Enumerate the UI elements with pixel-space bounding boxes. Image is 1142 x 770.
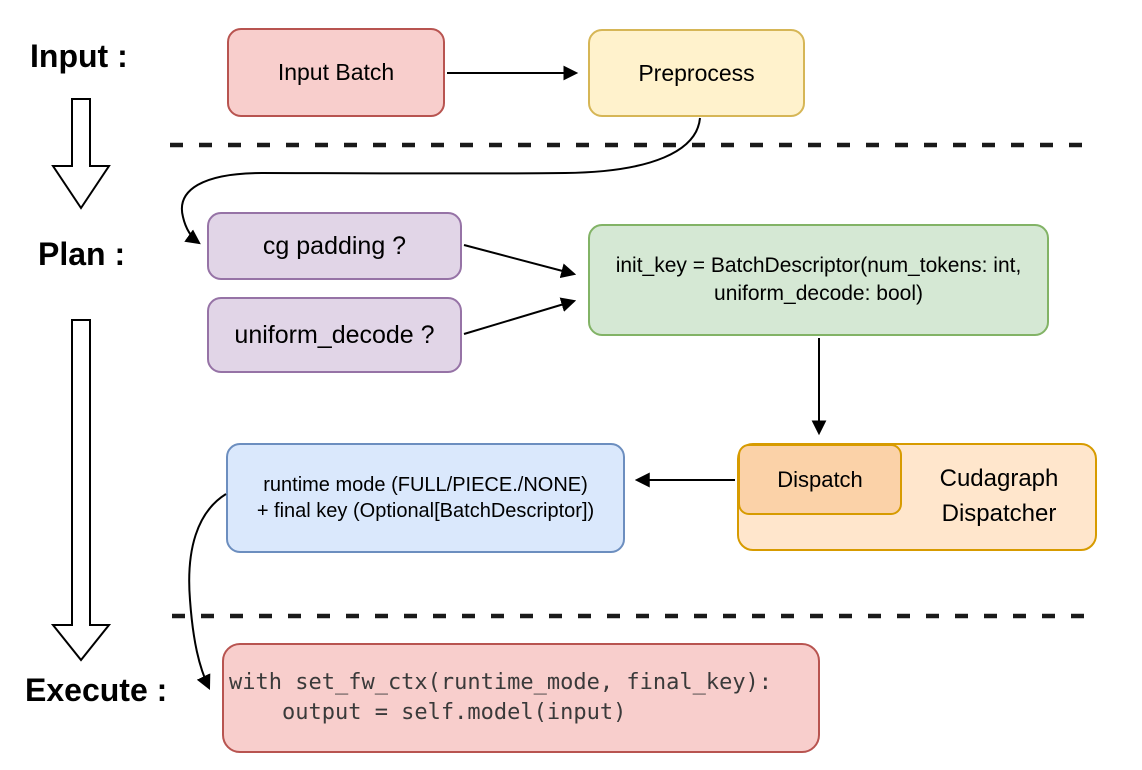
dispatch-label: Dispatch	[777, 466, 863, 492]
plan-stage-label: Plan :	[38, 236, 126, 272]
cg-padding-label: cg padding ?	[262, 231, 407, 260]
input-batch-label: Input Batch	[277, 59, 395, 86]
init-key-line2: uniform_decode: bool)	[714, 282, 923, 305]
plan-down-arrow-icon	[50, 319, 112, 662]
input-down-arrow-icon	[51, 98, 111, 210]
input-stage-label: Input :	[30, 38, 128, 74]
arrow-uniformdecode-to-initkey	[463, 297, 577, 335]
runtime-mode-node: runtime mode (FULL/PIECE./NONE) + final …	[226, 443, 625, 553]
arrow-runtimemode-to-execute	[188, 493, 227, 691]
preprocess-node: Preprocess	[588, 29, 805, 117]
uniform-decode-label: uniform_decode ?	[234, 320, 435, 349]
init-key-line1: init_key = BatchDescriptor(num_tokens: i…	[615, 254, 1022, 278]
code-line1: with set_fw_ctx(runtime_mode, final_key)…	[229, 670, 773, 695]
code-line2: output = self.model(input)	[229, 700, 627, 725]
runtime-mode-line2: + final key (Optional[BatchDescriptor])	[256, 500, 595, 522]
execute-stage-label: Execute :	[25, 672, 168, 708]
uniform-decode-node: uniform_decode ?	[207, 297, 462, 373]
cg-padding-node: cg padding ?	[207, 212, 462, 280]
execute-code-node: with set_fw_ctx(runtime_mode, final_key)…	[222, 643, 820, 753]
dispatcher-label-line1: Cudagraph	[939, 465, 1059, 493]
input-batch-node: Input Batch	[227, 28, 445, 117]
dispatch-node: Dispatch	[738, 444, 902, 515]
arrow-cgpadding-to-initkey	[463, 244, 577, 279]
dispatcher-label-line2: Dispatcher	[941, 500, 1057, 527]
init-key-node: init_key = BatchDescriptor(num_tokens: i…	[588, 224, 1049, 336]
cudagraph-dispatcher-label: Cudagraph Dispatcher	[903, 445, 1095, 549]
runtime-mode-line1: runtime mode (FULL/PIECE./NONE)	[263, 473, 588, 496]
preprocess-label: Preprocess	[638, 59, 755, 86]
